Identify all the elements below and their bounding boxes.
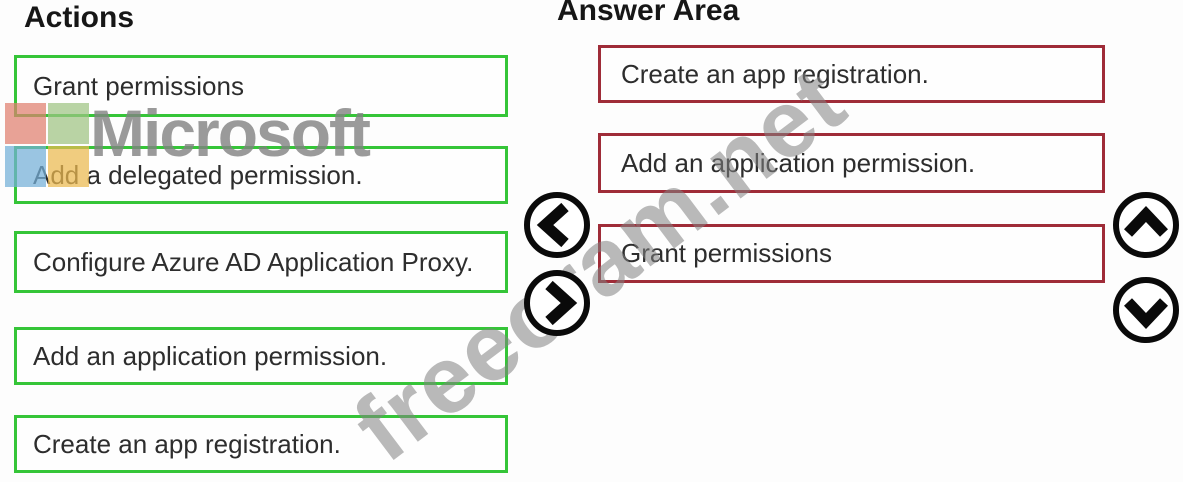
answer-item-create-app-registration[interactable]: Create an app registration. [598,45,1105,103]
action-item-grant-permissions[interactable]: Grant permissions [14,55,508,117]
chevron-up-icon [1110,192,1182,264]
actions-panel-title: Actions [24,1,135,34]
answer-area-title: Answer Area [557,0,740,27]
action-item-configure-azure-ad-application-proxy[interactable]: Configure Azure AD Application Proxy. [14,231,508,293]
action-item-label: Grant permissions [33,70,244,101]
chevron-right-icon [521,270,593,342]
move-right-button[interactable] [521,267,593,339]
action-item-create-app-registration[interactable]: Create an app registration. [14,415,508,473]
action-item-label: Add a delegated permission. [33,159,363,190]
answer-item-label: Grant permissions [621,238,832,268]
action-item-add-delegated-permission[interactable]: Add a delegated permission. [14,146,508,204]
action-item-label: Add an application permission. [33,340,388,371]
action-item-label: Create an app registration. [33,428,341,459]
chevron-left-icon [521,192,593,264]
answer-item-grant-permissions[interactable]: Grant permissions [598,224,1105,283]
answer-item-label: Create an app registration. [621,58,929,89]
action-item-add-application-permission[interactable]: Add an application permission. [14,327,508,385]
answer-item-label: Add an application permission. [621,147,976,178]
chevron-down-icon [1110,277,1182,349]
action-item-label: Configure Azure AD Application Proxy. [33,246,474,277]
move-down-button[interactable] [1110,274,1182,346]
move-up-button[interactable] [1110,189,1182,261]
move-left-button[interactable] [521,189,593,261]
answer-item-add-application-permission[interactable]: Add an application permission. [598,133,1105,193]
